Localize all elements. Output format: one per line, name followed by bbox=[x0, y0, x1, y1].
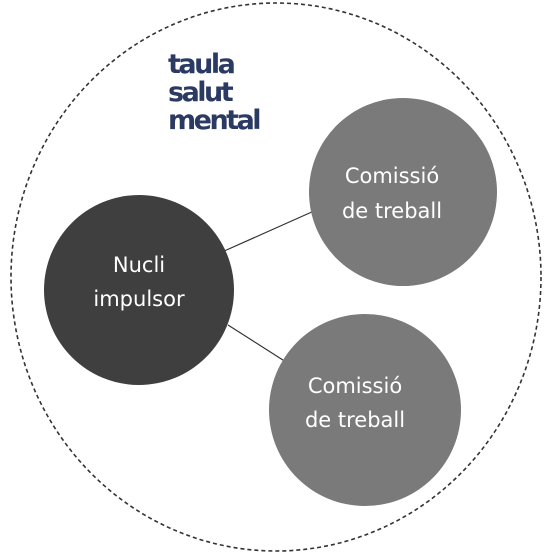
outer-boundary bbox=[10, 2, 542, 552]
logo-line-1: taula bbox=[168, 49, 235, 80]
commission-node-top-label-line2: de treball bbox=[342, 199, 442, 223]
commission-node-bottom-circle bbox=[269, 314, 461, 506]
core-node-label-line1: Nucli bbox=[113, 253, 165, 277]
connector-core-to-top bbox=[221, 210, 315, 253]
commission-node-bottom-label-line2: de treball bbox=[305, 408, 405, 432]
core-node-circle bbox=[44, 195, 234, 385]
core-node: Nucli impulsor bbox=[44, 195, 234, 385]
taula-salut-mental-logo: taula salut mental bbox=[168, 49, 262, 136]
commission-node-bottom-label-line1: Comissió bbox=[308, 374, 402, 398]
commission-node-top-label-line1: Comissió bbox=[345, 164, 439, 188]
connector-core-to-bottom bbox=[227, 324, 287, 363]
commission-node-top: Comissió de treball bbox=[309, 98, 497, 286]
commission-node-top-circle bbox=[309, 98, 497, 286]
commission-node-bottom: Comissió de treball bbox=[269, 314, 461, 506]
core-node-label-line2: impulsor bbox=[93, 287, 185, 311]
logo-line-2: salut bbox=[168, 77, 234, 108]
logo-line-3: mental bbox=[168, 105, 259, 136]
